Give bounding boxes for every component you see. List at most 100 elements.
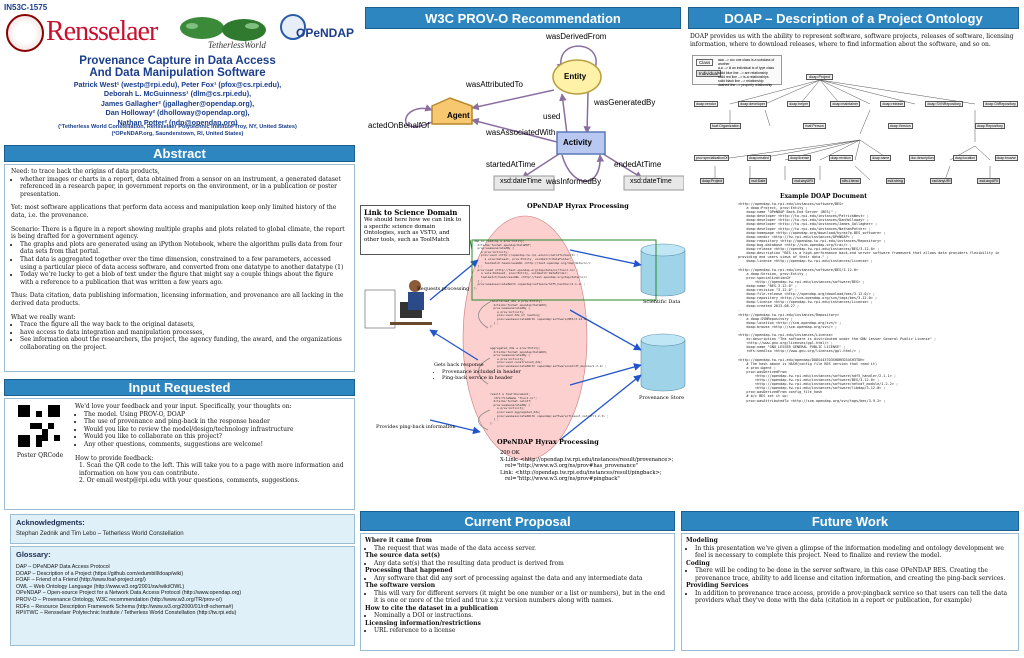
input-header: Input Requested [4,379,355,396]
input-item: The model. Using PROV-O, DOAP [84,411,350,419]
glossary-item: OPeNDAP – Open-source Project for a Netw… [16,590,242,597]
abstract-scenario: Scenario: There is a figure in a report … [11,225,345,241]
edge-wasAssociatedWith [471,118,558,143]
section-heading: Coding [686,559,710,567]
current-proposal-panel: Where it came fromThe request that was m… [360,533,675,651]
activity-label: Activity [563,138,592,147]
doap-example-line: a doap:Project, prov:Entity ; [738,206,808,211]
code-line: result a foaf:Document; [490,392,531,396]
hyrax-title-bottom: OPeNDAP Hyrax Processing [497,438,599,446]
code-line: ]. [490,420,494,425]
abstract-want: What we really want: [11,313,76,321]
doap-example-line: <http://opendap.tw.rpi.edu/instances/Lic… [738,333,833,337]
affiliations: (¹Tetherless World Constellation, Rensse… [0,124,355,138]
section-heading: The software version [365,582,436,589]
code-line: a voie:Dataset, prov:Entity, voidmatch:D… [474,256,572,261]
doap-example-line: doap:file-release <http://opendap.org/do… [738,292,875,297]
code-line: rdfs:fileName "fnoc1.nc"; [490,395,537,400]
edge-wasDerivedFrom [556,45,597,76]
code-line: ]. [474,285,478,290]
code-line: prov:used dds_of_reading; [490,313,541,318]
doap-row-5: doap:Project xsd:Date xsd:anyURI rdfs:Li… [700,178,1000,184]
doap-example-line: . [738,308,741,313]
abstract-item: have access to data integration and mani… [20,329,348,337]
input-text: We'd love your feedback and your input. … [75,403,350,485]
requests-label: Requests processing [417,286,470,292]
hyrax-diagram [364,215,686,461]
doap-node: xsd:Date [749,178,768,184]
link-science-box: Link to Science Domain We should here ho… [360,205,470,255]
edge-endedAtTime [599,151,643,179]
doap-example-line: doap:name "OPeNDAP Back-End Server (BES)… [738,210,838,215]
code-line: prov:used <http://opendap.tw.rpi.edu/nc/… [474,253,579,258]
edge-wasAttributedTo [471,89,555,111]
code-line: prov:wasAssociatedWith <opendap:software… [490,316,591,321]
code-line: ] ; [490,320,499,325]
qr-code-icon[interactable] [18,405,60,447]
user-computer-icon [364,280,432,329]
doap-node: doap:maintainer [830,101,861,107]
doap-node: doap:license [788,155,812,161]
xsd-label-1: xsd:dateTime [500,178,542,185]
entity-node [552,59,602,95]
abstract-item: That data is aggregated together over th… [20,256,348,271]
scientific-data-cylinder [640,243,686,297]
doap-example-line: doap:developer <http://tw.rpi.edu/instan… [738,226,871,231]
doap-example-line: # b/c BES set it up: [738,394,789,399]
link-science-title: Link to Science Domain [364,208,458,217]
section-item: In addition to provenance trace access, … [695,590,1014,605]
science-link-highlight [471,239,657,301]
endedAtTime-label: endedAtTime [614,160,662,169]
future-work-header: Future Work [681,511,1019,531]
doap-example-line: doap:developer <http://tw.rpi.edu/instan… [738,214,869,219]
legend-line: solid black line --> relationship [718,79,764,84]
doap-example-document: <http://opendap.tw.rpi.edu/instances/sof… [738,202,1020,502]
doap-node: doap:Version [887,123,913,129]
provides-label: Provides ping-back information [376,424,456,430]
doap-node: doap:name [870,155,892,161]
code-line: prov:wasAssociatedWith <opendap:software… [490,363,607,368]
abstract-need: Need: to trace back the origins of data … [11,168,160,175]
acknowledgments-panel: Acknowledgments: Stephan Zednik and Tim … [10,514,355,544]
doap-ontology-diagram [714,79,991,181]
code-line: ] ; [490,417,499,422]
rpi-logo: Rensselaer [46,16,158,47]
doap-row-2: doap:vendor doap:developer doap:helper d… [694,101,1018,107]
section-item: This will vary for different servers (it… [374,590,670,605]
code-line: a prov:Activity; [490,309,525,314]
doap-node: doap:browse [994,155,1018,161]
input-item: Would you like to review the model/desig… [84,426,350,434]
activity-node [556,131,606,155]
response-line: rel="http://www.w3.org/ns/prov#pingback" [500,476,620,482]
glossary-item: DAP – OPeNDAP Data Access Protocol [16,564,110,570]
doap-example-line: <http://opendap.tw.rpi.edu/instances/sof… [738,279,865,284]
section-item: Nominally a DOI or instructions. [374,612,670,620]
provenance-store-label: Provenance Store [639,395,685,401]
doap-example-line: # The hash above is HASH(config file BES… [738,361,878,366]
agent-label: Agent [447,111,470,120]
entity-label: Entity [564,72,587,81]
input-item: Any other questions, comments, suggestio… [84,441,350,449]
edge-wasGeneratedBy [583,91,591,134]
doap-example-line: <http://opendap.tw.rpi.edu/instances/sof… [738,378,880,383]
used-label: used [543,112,561,121]
code-line: prov:wasGeneratedBy [ [474,246,515,251]
code-line: ]. [490,371,494,376]
doap-node: foaf:Person [803,123,826,129]
doap-example-line: <http://opendap.tw.rpi.edu/instances/sof… [738,267,859,272]
legend-individual: Individual [696,70,722,77]
flow-arrow [478,357,491,385]
hyrax-title-top: OPeNDAP Hyrax Processing [527,202,629,210]
ack-text: Stephan Zednik and Tim Lebo – Tetherless… [16,531,184,537]
doap-legend: Class Individual aaa --> ccc one class i… [692,55,782,87]
author-line: Patrick West¹ (westp@rpi.edu), Peter Fox… [73,80,282,89]
title-line-1: Provenance Capture in Data Access [79,55,276,67]
glossary-item: FOAF – Friend of a Friend (http://www.fo… [16,577,146,584]
future-work-panel: ModelingIn this presentation we've given… [681,533,1019,651]
doap-node: doap:revision [828,155,853,161]
doap-example-line: doap:developer <http://tw.rpi.edu/instan… [738,222,878,227]
doap-node: xsd:anyURI [929,178,953,184]
link-science-text: We should here how we can link to a spec… [364,217,462,244]
xsd-label-2: xsd:dateTime [630,178,672,185]
gets-back-label: Gets back response [434,362,484,368]
